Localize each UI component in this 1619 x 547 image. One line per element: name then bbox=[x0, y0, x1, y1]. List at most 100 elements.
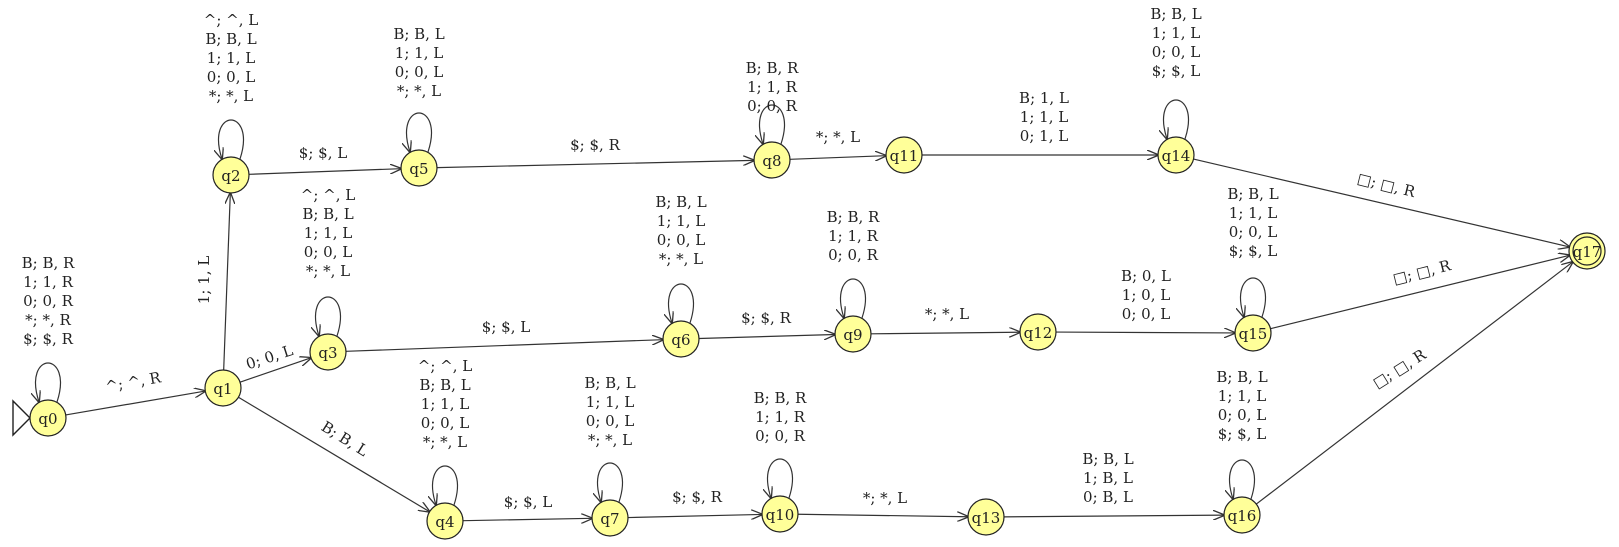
edge-q5-q8 bbox=[436, 160, 754, 169]
state-q14[interactable]: q14 bbox=[1157, 136, 1195, 174]
loop-q2 bbox=[219, 119, 245, 159]
edge-q15-q17 bbox=[1270, 255, 1569, 330]
edge-q5-q8-label: $; $, R bbox=[570, 136, 620, 154]
loop-q9-label: 1; 1, R bbox=[828, 227, 878, 245]
edge-q3-q6-label: $; $, L bbox=[482, 318, 530, 336]
initial-state-marker bbox=[12, 399, 31, 437]
loop-q3-label-group: ^; ^, LB; B, L1; 1, L0; 0, L*; *, L bbox=[301, 186, 355, 280]
loop-q0-label: 0; 0, R bbox=[23, 292, 73, 310]
state-q4-circle bbox=[426, 502, 464, 540]
state-q3-circle bbox=[309, 333, 347, 371]
state-q2[interactable]: q2 bbox=[212, 156, 250, 194]
loop-q2-label: 1; 1, L bbox=[207, 49, 255, 67]
state-q15[interactable]: q15 bbox=[1234, 314, 1272, 352]
state-q12[interactable]: q12 bbox=[1019, 313, 1057, 351]
loop-q9-label-group: B; B, R1; 1, R0; 0, R bbox=[827, 208, 880, 264]
loop-q4-label: *; *, L bbox=[423, 433, 467, 451]
state-q10[interactable]: q10 bbox=[761, 495, 799, 533]
loop-q16-label: 1; 1, L bbox=[1218, 387, 1266, 405]
edge-q13-q16-label: 1; B, L bbox=[1083, 469, 1133, 487]
edge-q8-q11-label: *; *, L bbox=[816, 128, 860, 146]
edge-q14-q17 bbox=[1193, 158, 1570, 247]
state-q13-label: q13 bbox=[972, 509, 1001, 527]
edge-q4-q7 bbox=[462, 518, 592, 520]
state-q11[interactable]: q11 bbox=[885, 136, 923, 174]
state-q1[interactable]: q1 bbox=[204, 369, 242, 407]
state-q5-circle bbox=[400, 149, 438, 187]
labels-layer: ^; ^, R1; 1, L0; 0, LB; B, L$; $, L$; $,… bbox=[22, 5, 1454, 511]
loop-q9 bbox=[841, 278, 867, 318]
state-q9-circle bbox=[834, 315, 872, 353]
loop-q0-label-group: B; B, R1; 1, R0; 0, R*; *, R$; $, R bbox=[22, 254, 75, 348]
loop-q6 bbox=[669, 283, 695, 323]
loop-q6-label: 0; 0, L bbox=[657, 231, 705, 249]
loops-layer bbox=[36, 99, 1267, 505]
state-q8[interactable]: q8 bbox=[753, 141, 791, 179]
edge-q16-q17-label-group: □; □, R bbox=[1370, 345, 1430, 392]
loop-q15 bbox=[1241, 277, 1267, 317]
state-q6[interactable]: q6 bbox=[662, 320, 700, 358]
loop-q8 bbox=[760, 104, 786, 144]
state-q15-circle bbox=[1234, 314, 1272, 352]
loop-q3-label: ^; ^, L bbox=[301, 186, 355, 204]
state-q5[interactable]: q5 bbox=[400, 149, 438, 187]
final-state-ring bbox=[1572, 236, 1602, 266]
edge-q3-q6-label-group: $; $, L bbox=[482, 318, 530, 336]
loop-q8-label: 0; 0, R bbox=[747, 97, 797, 115]
loop-q10 bbox=[768, 458, 794, 498]
edge-q1-q4-label: B; B, L bbox=[318, 418, 371, 461]
edge-q11-q14-label-group: B; 1, L1; 1, L0; 1, L bbox=[1019, 89, 1069, 145]
state-q11-circle bbox=[885, 136, 923, 174]
loop-q15-label: $; $, L bbox=[1229, 242, 1277, 260]
state-q3[interactable]: q3 bbox=[309, 333, 347, 371]
edge-q2-q5-label-group: $; $, L bbox=[299, 144, 347, 162]
state-q14-circle bbox=[1157, 136, 1195, 174]
edge-q5-q8-label-group: $; $, R bbox=[570, 136, 620, 154]
state-q4[interactable]: q4 bbox=[426, 502, 464, 540]
loop-q16 bbox=[1230, 459, 1256, 499]
loop-q6-label: 1; 1, L bbox=[657, 212, 705, 230]
edge-q9-q12-label-group: *; *, L bbox=[925, 305, 969, 323]
state-q16[interactable]: q16 bbox=[1223, 496, 1261, 534]
state-q13[interactable]: q13 bbox=[967, 498, 1005, 536]
state-q0[interactable]: q0 bbox=[12, 399, 67, 437]
edge-q2-q5 bbox=[248, 169, 401, 175]
loop-q8-label: B; B, R bbox=[746, 59, 799, 77]
edge-q15-q17-label-group: □; □, R bbox=[1391, 256, 1453, 288]
edge-q6-q9-label-group: $; $, R bbox=[741, 309, 791, 327]
loop-q8-label-group: B; B, R1; 1, R0; 0, R bbox=[746, 59, 799, 115]
state-q9[interactable]: q9 bbox=[834, 315, 872, 353]
state-q8-circle bbox=[753, 141, 791, 179]
edge-q3-q6 bbox=[345, 340, 663, 352]
loop-q7-label: B; B, L bbox=[584, 374, 635, 392]
loop-q0-label: 1; 1, R bbox=[23, 273, 73, 291]
edge-q6-q9 bbox=[698, 335, 835, 339]
edge-q14-q17-label: □; □, R bbox=[1355, 169, 1417, 201]
loop-q8-label: 1; 1, R bbox=[747, 78, 797, 96]
loop-q0-label: B; B, R bbox=[22, 254, 75, 272]
edge-q6-q9-label: $; $, R bbox=[741, 309, 791, 327]
edge-q10-q13-label: *; *, L bbox=[863, 489, 907, 507]
loop-q14-label: $; $, L bbox=[1152, 62, 1200, 80]
loop-q4-label: 1; 1, L bbox=[421, 395, 469, 413]
loop-q3 bbox=[316, 296, 342, 336]
loop-q6-label: B; B, L bbox=[655, 193, 706, 211]
state-q2-label: q2 bbox=[221, 167, 240, 185]
edge-q1-q3-label-group: 0; 0, L bbox=[244, 341, 296, 373]
edge-q1-q4 bbox=[238, 396, 429, 511]
state-q17[interactable]: q17 bbox=[1568, 232, 1606, 270]
state-q2-circle bbox=[212, 156, 250, 194]
loop-q2-label: *; *, L bbox=[209, 87, 253, 105]
state-q0-label: q0 bbox=[38, 410, 57, 428]
loop-q9-label: B; B, R bbox=[827, 208, 880, 226]
state-q14-label: q14 bbox=[1162, 147, 1191, 165]
loop-q4-label: 0; 0, L bbox=[421, 414, 469, 432]
edge-q0-q1-label: ^; ^, R bbox=[104, 368, 163, 396]
loop-q16-label: B; B, L bbox=[1216, 368, 1267, 386]
state-q7[interactable]: q7 bbox=[591, 499, 629, 537]
edge-q12-q15-label-group: B; 0, L1; 0, L0; 0, L bbox=[1121, 267, 1171, 323]
loop-q15-label: 0; 0, L bbox=[1229, 223, 1277, 241]
loop-q3-label: *; *, L bbox=[306, 262, 350, 280]
edge-q8-q11 bbox=[789, 156, 886, 160]
